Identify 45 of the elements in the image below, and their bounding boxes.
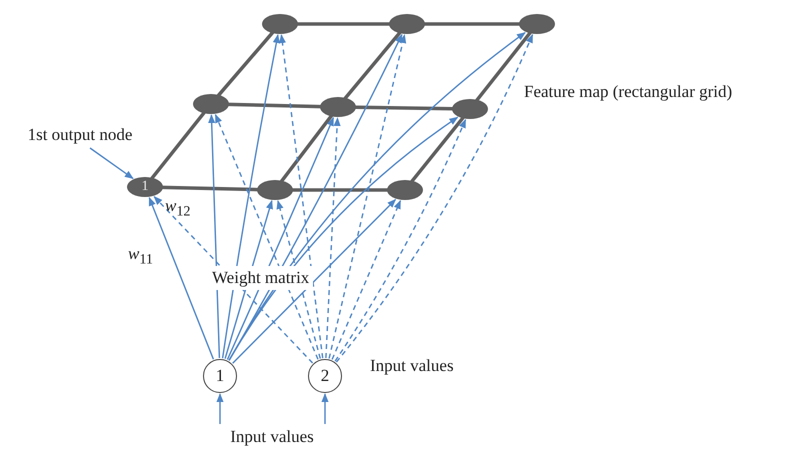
arrow	[228, 32, 526, 361]
node-label: Input values	[230, 426, 314, 448]
arrow	[148, 196, 214, 360]
map-node: 1	[127, 177, 163, 197]
grid-line	[354, 106, 454, 110]
map-node	[519, 14, 555, 34]
grid-line	[343, 31, 402, 100]
weight-symbol: w$_{11}$	[128, 244, 153, 268]
grid-line	[280, 114, 334, 183]
arrow	[232, 198, 396, 364]
grid-line	[162, 186, 258, 192]
arrow	[228, 34, 403, 361]
grid-line	[150, 111, 206, 180]
map-node	[262, 14, 298, 34]
dashed-arrow	[336, 34, 534, 363]
grid-line	[216, 31, 274, 97]
grid-line	[410, 116, 465, 183]
map-node	[387, 180, 423, 200]
input-values-label: Input values	[370, 356, 454, 376]
map-node	[452, 99, 488, 119]
dashed-arrow	[276, 200, 321, 359]
leader-arrow	[321, 393, 329, 424]
leader-arrow	[216, 393, 224, 424]
arrow	[228, 116, 458, 361]
dashed-arrow	[334, 118, 466, 362]
node-label: 1st output node	[28, 124, 132, 146]
dashed-arrow	[331, 200, 402, 360]
grid-line	[292, 188, 388, 192]
dashed-arrow	[325, 117, 341, 358]
input-node: 1	[203, 359, 237, 393]
dashed-arrow	[214, 114, 319, 360]
grid-line	[297, 22, 390, 26]
weight-symbol: w$_{12}$	[165, 196, 190, 220]
dashed-arrow	[328, 34, 406, 359]
arrow	[222, 34, 280, 358]
grid-line	[228, 102, 322, 108]
input-node: 2	[308, 359, 342, 393]
map-node	[193, 94, 229, 114]
grid-line	[475, 31, 532, 102]
arrow	[226, 116, 334, 360]
grid-line	[424, 22, 520, 26]
arrow	[208, 114, 220, 358]
leader-arrow	[90, 147, 134, 180]
dashed-arrow	[154, 196, 314, 364]
dashed-arrow	[278, 34, 324, 358]
